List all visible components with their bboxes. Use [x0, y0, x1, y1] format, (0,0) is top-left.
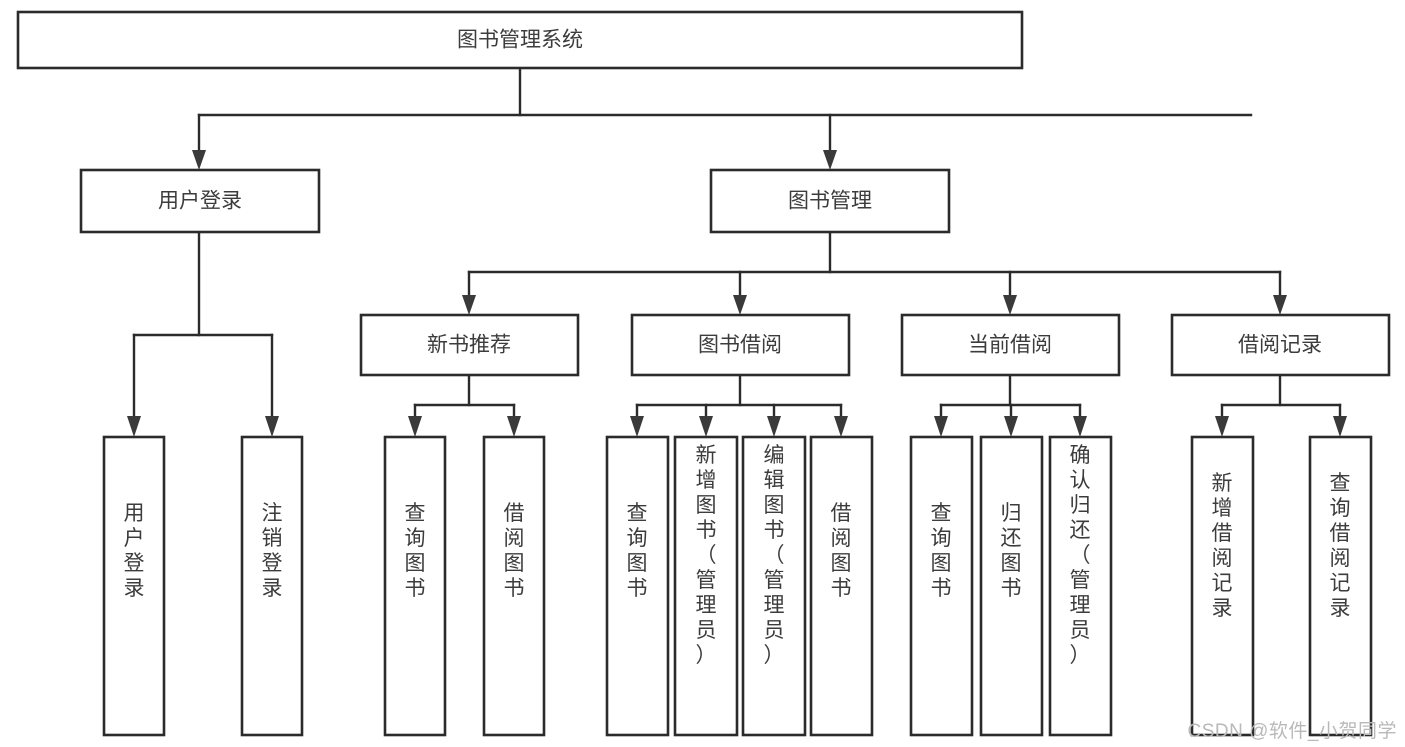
leaf-node-leaf-edit-book-admin[interactable]: 编辑图书（管理员） [741, 435, 807, 737]
leaf-add-borrow-record-label: 新增借阅记录 [1212, 472, 1233, 620]
node-new-book-recommend-label: 新书推荐 [427, 334, 511, 357]
leaf-node-leaf-query-borrow-record[interactable]: 查询借阅记录 [1308, 435, 1373, 737]
leaf-node-leaf-query-book-borrow[interactable]: 查询图书 [605, 435, 670, 737]
node-book-borrow-label: 图书借阅 [698, 334, 782, 357]
node-borrow-record-label: 借阅记录 [1238, 334, 1322, 357]
leaf-node-leaf-confirm-return-admin[interactable]: 确认归还（管理员） [1048, 435, 1113, 737]
arrowhead-borrow-record [1273, 295, 1287, 315]
arrowhead-leaf-confirm-return-admin [1073, 416, 1087, 437]
arrowhead-leaf-logout-login [265, 416, 279, 437]
leaf-confirm-return-admin-label: 确认归还（管理员） [1070, 444, 1091, 667]
leaf-node-leaf-borrow-book[interactable]: 借阅图书 [809, 435, 874, 737]
leaf-user-login-box[interactable] [102, 435, 166, 737]
node-borrow-record[interactable]: 借阅记录 [1170, 313, 1391, 377]
leaf-add-book-admin-label: 新增图书（管理员） [696, 444, 717, 667]
node-book-management[interactable]: 图书管理 [709, 168, 951, 234]
arrowhead-user-login [192, 150, 206, 170]
arrowhead-leaf-query-book-borrow [630, 416, 644, 437]
node-new-book-recommend[interactable]: 新书推荐 [359, 313, 580, 377]
arrowhead-book-management [823, 150, 837, 170]
leaf-borrow-book-rec-label: 借阅图书 [504, 502, 525, 600]
arrowhead-leaf-user-login [127, 416, 141, 437]
leaf-query-borrow-record-box[interactable] [1308, 435, 1373, 737]
node-book-management-box[interactable] [709, 168, 951, 234]
leaf-query-book-borrow-box[interactable] [605, 435, 670, 737]
arrowhead-leaf-add-book-admin [699, 416, 713, 437]
leaf-node-leaf-query-book-current[interactable]: 查询图书 [909, 435, 974, 737]
leaf-logout-login-label: 注销登录 [262, 502, 283, 600]
leaf-confirm-return-admin-box[interactable] [1048, 435, 1113, 737]
leaf-node-leaf-add-borrow-record[interactable]: 新增借阅记录 [1190, 435, 1255, 737]
node-user-login-label: 用户登录 [158, 190, 242, 213]
node-root[interactable]: 图书管理系统 [16, 10, 1024, 70]
csdn-watermark: CSDN @软件_小贺同学 [1187, 721, 1397, 742]
arrowhead-leaf-borrow-book [834, 416, 848, 437]
node-book-management-label: 图书管理 [788, 190, 872, 213]
leaf-node-leaf-user-login[interactable]: 用户登录 [102, 435, 166, 737]
leaf-borrow-book-rec-box[interactable] [482, 435, 546, 737]
arrowhead-leaf-add-borrow-record [1215, 416, 1229, 437]
arrowhead-leaf-query-borrow-record [1333, 416, 1347, 437]
leaf-query-book-current-box[interactable] [909, 435, 974, 737]
node-borrow-record-box[interactable] [1170, 313, 1391, 377]
leaf-query-book-current-label: 查询图书 [931, 502, 952, 600]
node-book-borrow[interactable]: 图书借阅 [630, 313, 851, 377]
leaf-return-book-box[interactable] [979, 435, 1044, 737]
node-user-login-box[interactable] [79, 168, 321, 234]
leaf-node-leaf-return-book[interactable]: 归还图书 [979, 435, 1044, 737]
node-current-borrow[interactable]: 当前借阅 [900, 313, 1121, 377]
leaf-node-leaf-add-book-admin[interactable]: 新增图书（管理员） [673, 435, 739, 737]
node-book-borrow-box[interactable] [630, 313, 851, 377]
leaf-borrow-book-box[interactable] [809, 435, 874, 737]
leaf-query-book-borrow-label: 查询图书 [627, 502, 648, 600]
arrowhead-current-borrow [1003, 295, 1017, 315]
leaf-edit-book-admin-label: 编辑图书（管理员） [764, 444, 785, 667]
leaf-user-login-label: 用户登录 [124, 502, 145, 600]
leaf-return-book-label: 归还图书 [1001, 502, 1022, 600]
node-current-borrow-label: 当前借阅 [968, 334, 1052, 357]
leaf-query-book-rec-label: 查询图书 [405, 502, 426, 600]
leaf-node-leaf-logout-login[interactable]: 注销登录 [240, 435, 304, 737]
leaf-add-borrow-record-box[interactable] [1190, 435, 1255, 737]
arrowhead-leaf-edit-book-admin [767, 416, 781, 437]
node-user-login[interactable]: 用户登录 [79, 168, 321, 234]
leaf-query-borrow-record-label: 查询借阅记录 [1330, 472, 1351, 620]
leaf-logout-login-box[interactable] [240, 435, 304, 737]
node-new-book-recommend-box[interactable] [359, 313, 580, 377]
leaf-borrow-book-label: 借阅图书 [831, 502, 852, 600]
leaf-node-leaf-borrow-book-rec[interactable]: 借阅图书 [482, 435, 546, 737]
arrowhead-leaf-query-book-rec [408, 416, 422, 437]
arrowhead-new-book-recommend [462, 295, 476, 315]
node-root-label: 图书管理系统 [457, 29, 583, 52]
leaf-add-book-admin-box[interactable] [673, 435, 739, 737]
arrowhead-leaf-borrow-book-rec [507, 416, 521, 437]
leaf-query-book-rec-box[interactable] [383, 435, 447, 737]
leaf-edit-book-admin-box[interactable] [741, 435, 807, 737]
node-current-borrow-box[interactable] [900, 313, 1121, 377]
arrowhead-book-borrow [733, 295, 747, 315]
arrowhead-leaf-query-book-current [934, 416, 948, 437]
leaf-node-leaf-query-book-rec[interactable]: 查询图书 [383, 435, 447, 737]
arrowhead-leaf-return-book [1004, 416, 1018, 437]
node-root-box[interactable] [16, 10, 1024, 70]
edge-layer [127, 66, 1347, 437]
